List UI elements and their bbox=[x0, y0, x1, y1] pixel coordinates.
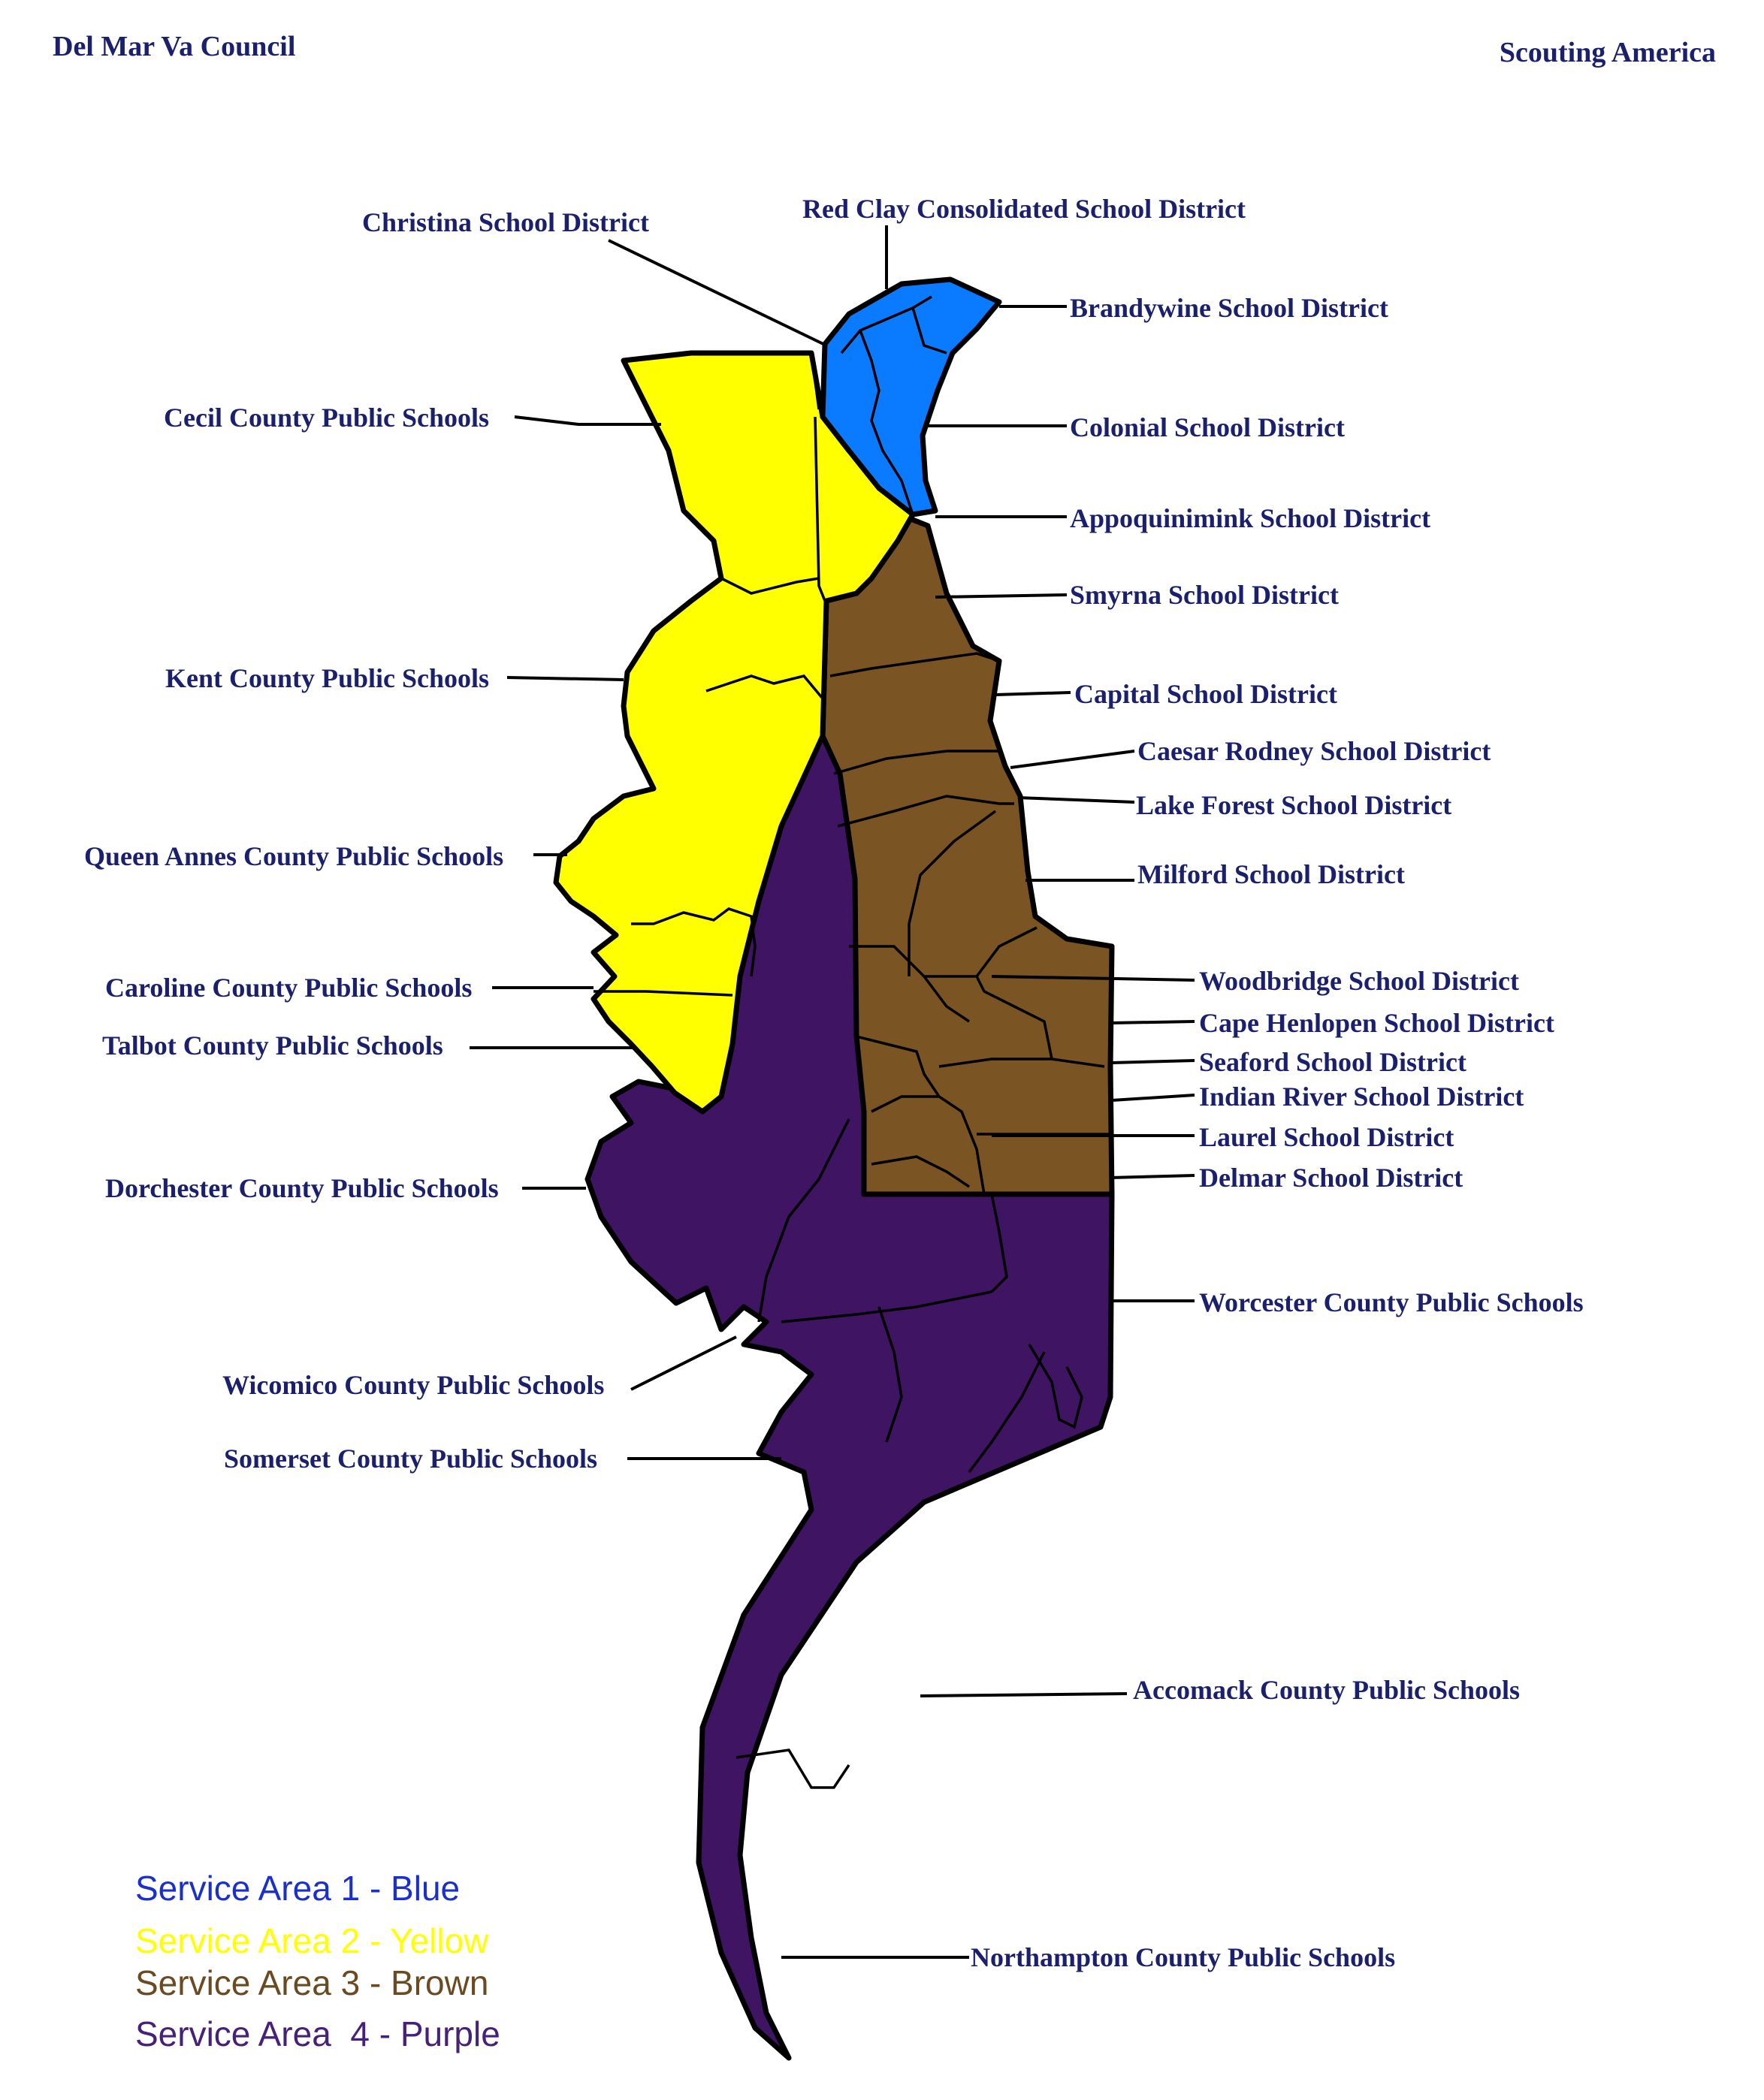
service-area-legend: Service Area 1 - Blue Service Area 2 - Y… bbox=[135, 1863, 500, 2059]
label-woodbridge: Woodbridge School District bbox=[1199, 966, 1519, 996]
label-accomack: Accomack County Public Schools bbox=[1133, 1675, 1520, 1705]
label-red-clay: Red Clay Consolidated School District bbox=[802, 194, 1246, 224]
legend-area-1: Service Area 1 - Blue bbox=[135, 1869, 461, 1908]
legend-area-2: Service Area 2 - Yellow bbox=[135, 1921, 489, 1960]
label-caroline: Caroline County Public Schools bbox=[105, 973, 472, 1003]
region-service-area-1[interactable] bbox=[820, 276, 1002, 517]
label-cecil: Cecil County Public Schools bbox=[164, 403, 489, 433]
label-indian-river: Indian River School District bbox=[1199, 1082, 1524, 1112]
district-labels: Christina School District Red Clay Conso… bbox=[84, 194, 1584, 1972]
region-service-area-4[interactable] bbox=[584, 733, 1115, 2061]
leader-lines bbox=[470, 225, 1195, 1959]
label-dorchester: Dorchester County Public Schools bbox=[105, 1173, 499, 1203]
region-service-area-2[interactable] bbox=[553, 350, 916, 1115]
label-wicomico: Wicomico County Public Schools bbox=[222, 1370, 604, 1400]
label-laurel: Laurel School District bbox=[1199, 1122, 1454, 1152]
legend-area-3: Service Area 3 - Brown bbox=[135, 1963, 489, 2002]
label-smyrna: Smyrna School District bbox=[1070, 580, 1339, 610]
label-seaford: Seaford School District bbox=[1199, 1047, 1466, 1077]
label-lake-forest: Lake Forest School District bbox=[1136, 790, 1451, 820]
label-somerset: Somerset County Public Schools bbox=[224, 1444, 597, 1474]
label-northampton: Northampton County Public Schools bbox=[971, 1942, 1395, 1972]
label-queen-annes: Queen Annes County Public Schools bbox=[84, 841, 503, 871]
label-colonial: Colonial School District bbox=[1070, 412, 1345, 442]
label-talbot: Talbot County Public Schools bbox=[102, 1030, 443, 1061]
region-service-area-3[interactable] bbox=[820, 515, 1115, 1197]
label-capital: Capital School District bbox=[1074, 679, 1337, 709]
label-caesar-rodney: Caesar Rodney School District bbox=[1137, 736, 1491, 766]
organization-title: Scouting America bbox=[1499, 37, 1716, 68]
label-kent: Kent County Public Schools bbox=[165, 663, 489, 693]
label-milford: Milford School District bbox=[1137, 859, 1405, 889]
legend-area-4: Service Area 4 - Purple bbox=[135, 2014, 500, 2053]
label-cape-henlopen: Cape Henlopen School District bbox=[1199, 1008, 1554, 1038]
label-brandywine: Brandywine School District bbox=[1070, 293, 1388, 323]
label-worcester: Worcester County Public Schools bbox=[1199, 1287, 1584, 1317]
label-delmar: Delmar School District bbox=[1199, 1163, 1463, 1193]
label-appoquinimink: Appoquinimink School District bbox=[1070, 503, 1430, 533]
district-boundaries bbox=[594, 295, 1110, 1789]
council-title: Del Mar Va Council bbox=[53, 31, 296, 62]
label-christina: Christina School District bbox=[362, 207, 649, 237]
